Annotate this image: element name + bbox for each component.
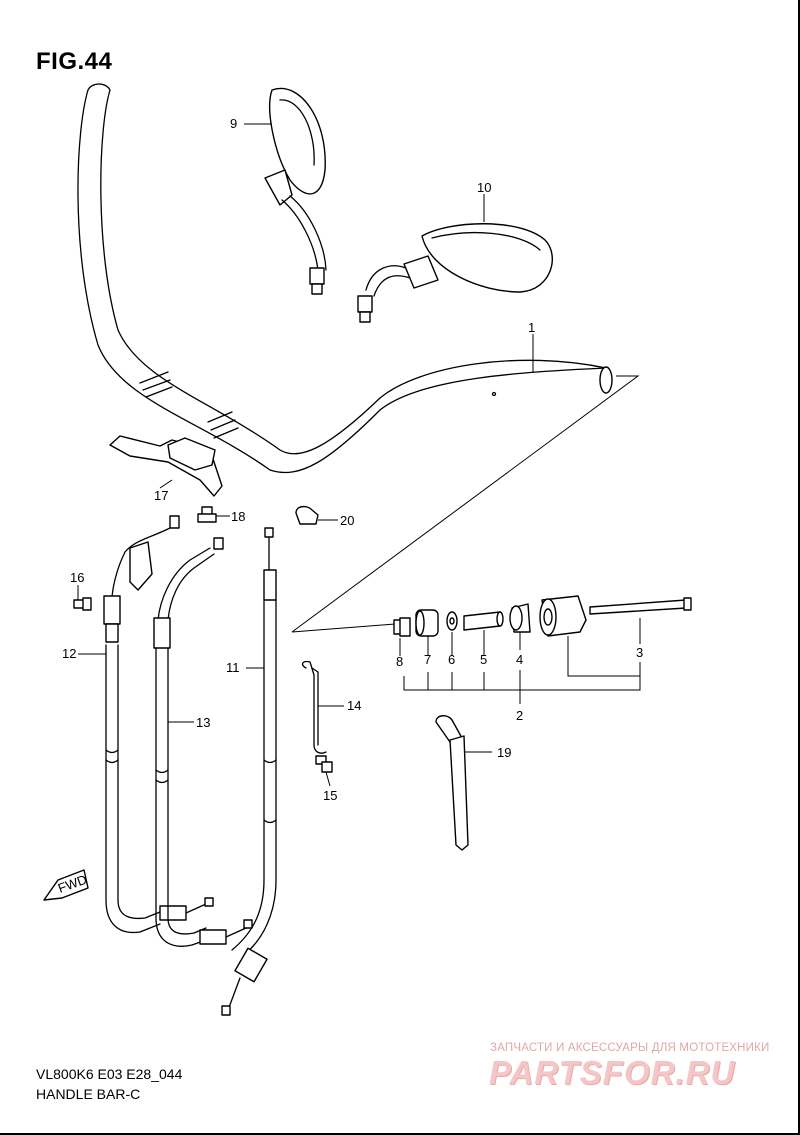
callout-18: 18 — [231, 509, 245, 524]
watermark-tagline: ЗАПЧАСТИ И АКСЕССУАРЫ ДЛЯ МОТОТЕХНИКИ — [490, 1042, 770, 1054]
callout-9: 9 — [230, 116, 237, 131]
leader-lines — [77, 123, 641, 787]
frame-border-bottom — [0, 1133, 800, 1135]
callout-17: 17 — [154, 488, 168, 503]
callout-10: 10 — [477, 180, 491, 195]
figure-title: FIG.44 — [36, 48, 113, 75]
callout-7: 7 — [424, 652, 431, 667]
callout-1: 1 — [528, 320, 535, 335]
callout-numbers: 1 2 3 4 5 6 7 8 9 10 11 12 13 14 15 16 1… — [62, 116, 643, 803]
mirror-left-part[interactable] — [264, 87, 327, 295]
cable-tie-part[interactable] — [435, 715, 469, 851]
weight-part-7[interactable] — [415, 609, 439, 637]
watermark-logo: PARTSFOR.RU — [489, 1054, 736, 1091]
cable-part-13[interactable] — [153, 537, 253, 947]
screw-part[interactable] — [315, 755, 333, 773]
callout-6: 6 — [448, 652, 455, 667]
callout-20: 20 — [340, 513, 354, 528]
callout-19: 19 — [497, 745, 511, 760]
frame-border-right — [798, 0, 800, 1135]
model-code: VL800K6 E03 E28_044 — [36, 1066, 183, 1082]
forward-arrow-icon: FWD — [43, 869, 89, 901]
handlebar-part[interactable] — [77, 83, 613, 474]
callout-11: 11 — [226, 660, 240, 675]
callout-5: 5 — [480, 652, 487, 667]
cable-part-12[interactable] — [103, 515, 214, 934]
callout-12: 12 — [62, 646, 76, 661]
clip-part[interactable] — [301, 660, 327, 754]
callout-16: 16 — [70, 570, 84, 585]
cable-part-11[interactable] — [221, 527, 277, 1016]
bolt-part-8[interactable] — [393, 617, 411, 637]
spacer-part[interactable] — [463, 611, 504, 631]
mirror-right-part[interactable] — [357, 223, 553, 323]
bolt-part-16[interactable] — [73, 597, 92, 611]
clamp-part[interactable] — [295, 505, 319, 525]
callout-4: 4 — [516, 652, 523, 667]
callout-14: 14 — [347, 698, 361, 713]
callout-8: 8 — [396, 654, 403, 669]
callout-2: 2 — [516, 708, 523, 723]
bolt-part[interactable] — [197, 506, 217, 523]
balancer-part[interactable] — [539, 595, 692, 637]
bracket-part[interactable] — [109, 435, 223, 497]
section-name: HANDLE BAR-C — [36, 1086, 141, 1102]
callout-13: 13 — [196, 715, 210, 730]
washer-part[interactable] — [446, 611, 458, 631]
callout-3: 3 — [636, 645, 643, 660]
rubber-part[interactable] — [509, 603, 531, 633]
callout-15: 15 — [323, 788, 337, 803]
